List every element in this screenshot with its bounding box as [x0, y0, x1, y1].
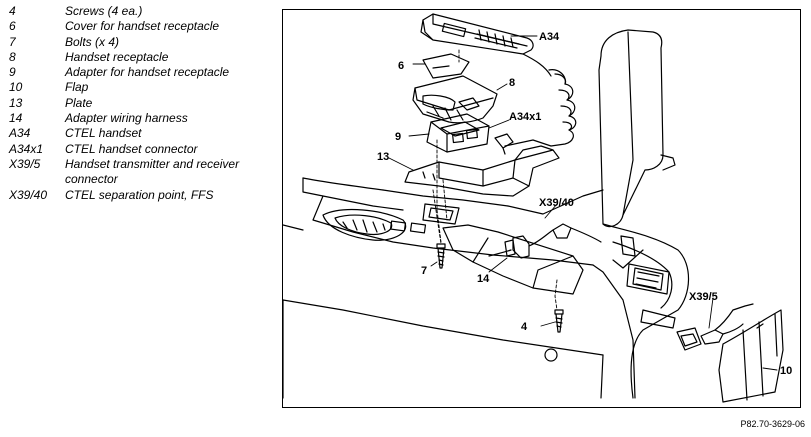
exploded-view-panel: A34 6 8 A34x1 9 13 X39/40 7 14 X39/5 4 1… — [282, 9, 801, 408]
handset-receptacle — [412, 75, 498, 124]
legend-row: 6 Cover for handset receptacle — [9, 19, 279, 34]
legend-description: Handset receptacle — [65, 49, 169, 64]
legend-row: 10 Flap — [9, 80, 279, 95]
legend-row: 14 Adapter wiring harness — [9, 111, 279, 126]
callout-14: 14 — [477, 273, 490, 285]
legend-number: 14 — [9, 111, 23, 126]
legend-row: A34 CTEL handset — [9, 126, 279, 141]
callout-x39-5: X39/5 — [689, 291, 718, 303]
alignment-lines — [432, 49, 558, 311]
bolt-7 — [436, 243, 446, 269]
callout-13: 13 — [377, 151, 389, 163]
legend-number: 6 — [9, 19, 16, 34]
legend-description: Adapter for handset receptacle — [65, 65, 230, 80]
callout-x39-40: X39/40 — [539, 197, 574, 209]
legend-description: Adapter wiring harness — [65, 111, 188, 126]
receptacle-adapter — [426, 113, 490, 153]
legend-row: 13 Plate — [9, 96, 279, 111]
adapter-harness — [488, 223, 602, 259]
legend-row: 9 Adapter for handset receptacle — [9, 65, 279, 80]
legend-description: Screws (4 ea.) — [65, 4, 143, 18]
legend-number: 10 — [9, 80, 23, 95]
legend-row: A34x1 CTEL handset connector — [9, 142, 279, 157]
handset-connector — [494, 133, 514, 155]
receptacle-cover — [422, 53, 470, 79]
callout-a34: A34 — [539, 31, 560, 43]
legend-number: 8 — [9, 49, 16, 64]
legend-description: Handset transmitter and receiver connect… — [65, 156, 240, 187]
callout-10: 10 — [780, 365, 792, 377]
legend-row: 7 Bolts (x 4) — [9, 35, 279, 50]
legend-description: Plate — [65, 95, 93, 110]
parts-legend: 4 Screws (4 ea.) 6 Cover for handset recep… — [9, 4, 279, 203]
ctel-handset — [420, 13, 577, 147]
mounting-plate — [404, 145, 560, 197]
legend-description: Flap — [65, 80, 89, 95]
legend-description: Bolts (x 4) — [65, 34, 120, 49]
legend-number: 7 — [9, 34, 16, 49]
callout-6: 6 — [398, 60, 404, 72]
legend-description: CTEL handset — [65, 126, 142, 141]
callout-4: 4 — [521, 321, 528, 333]
figure-reference: P82.70-3629-06 — [740, 419, 805, 429]
legend-row: 8 Handset receptacle — [9, 50, 279, 65]
legend-description: CTEL separation point, FFS — [65, 187, 214, 202]
legend-row: X39/5 Handset transmitter and receiver co… — [9, 157, 279, 188]
exploded-view-diagram: A34 6 8 A34x1 9 13 X39/40 7 14 X39/5 4 1… — [283, 13, 792, 403]
center-console — [283, 177, 644, 399]
legend-row: 4 Screws (4 ea.) — [9, 4, 279, 19]
legend-number: X39/40 — [9, 187, 48, 202]
legend-row: X39/40 CTEL separation point, FFS — [9, 188, 279, 203]
legend-number: X39/5 — [9, 156, 41, 171]
armrest — [598, 29, 690, 399]
legend-number: A34 — [9, 126, 31, 141]
callout-a34x1: A34x1 — [509, 111, 541, 123]
transmitter-connector — [676, 303, 754, 351]
leader-lines — [388, 35, 778, 371]
flap — [718, 309, 784, 403]
legend-number: 13 — [9, 95, 23, 110]
callout-9: 9 — [395, 131, 401, 143]
legend-number: A34x1 — [9, 141, 44, 156]
legend-number: 9 — [9, 65, 16, 80]
callout-8: 8 — [509, 77, 515, 89]
callout-7: 7 — [421, 265, 427, 277]
screw-4 — [554, 309, 564, 333]
legend-description: Cover for handset receptacle — [65, 19, 220, 34]
legend-description: CTEL handset connector — [65, 141, 198, 156]
legend-number: 4 — [9, 4, 16, 18]
